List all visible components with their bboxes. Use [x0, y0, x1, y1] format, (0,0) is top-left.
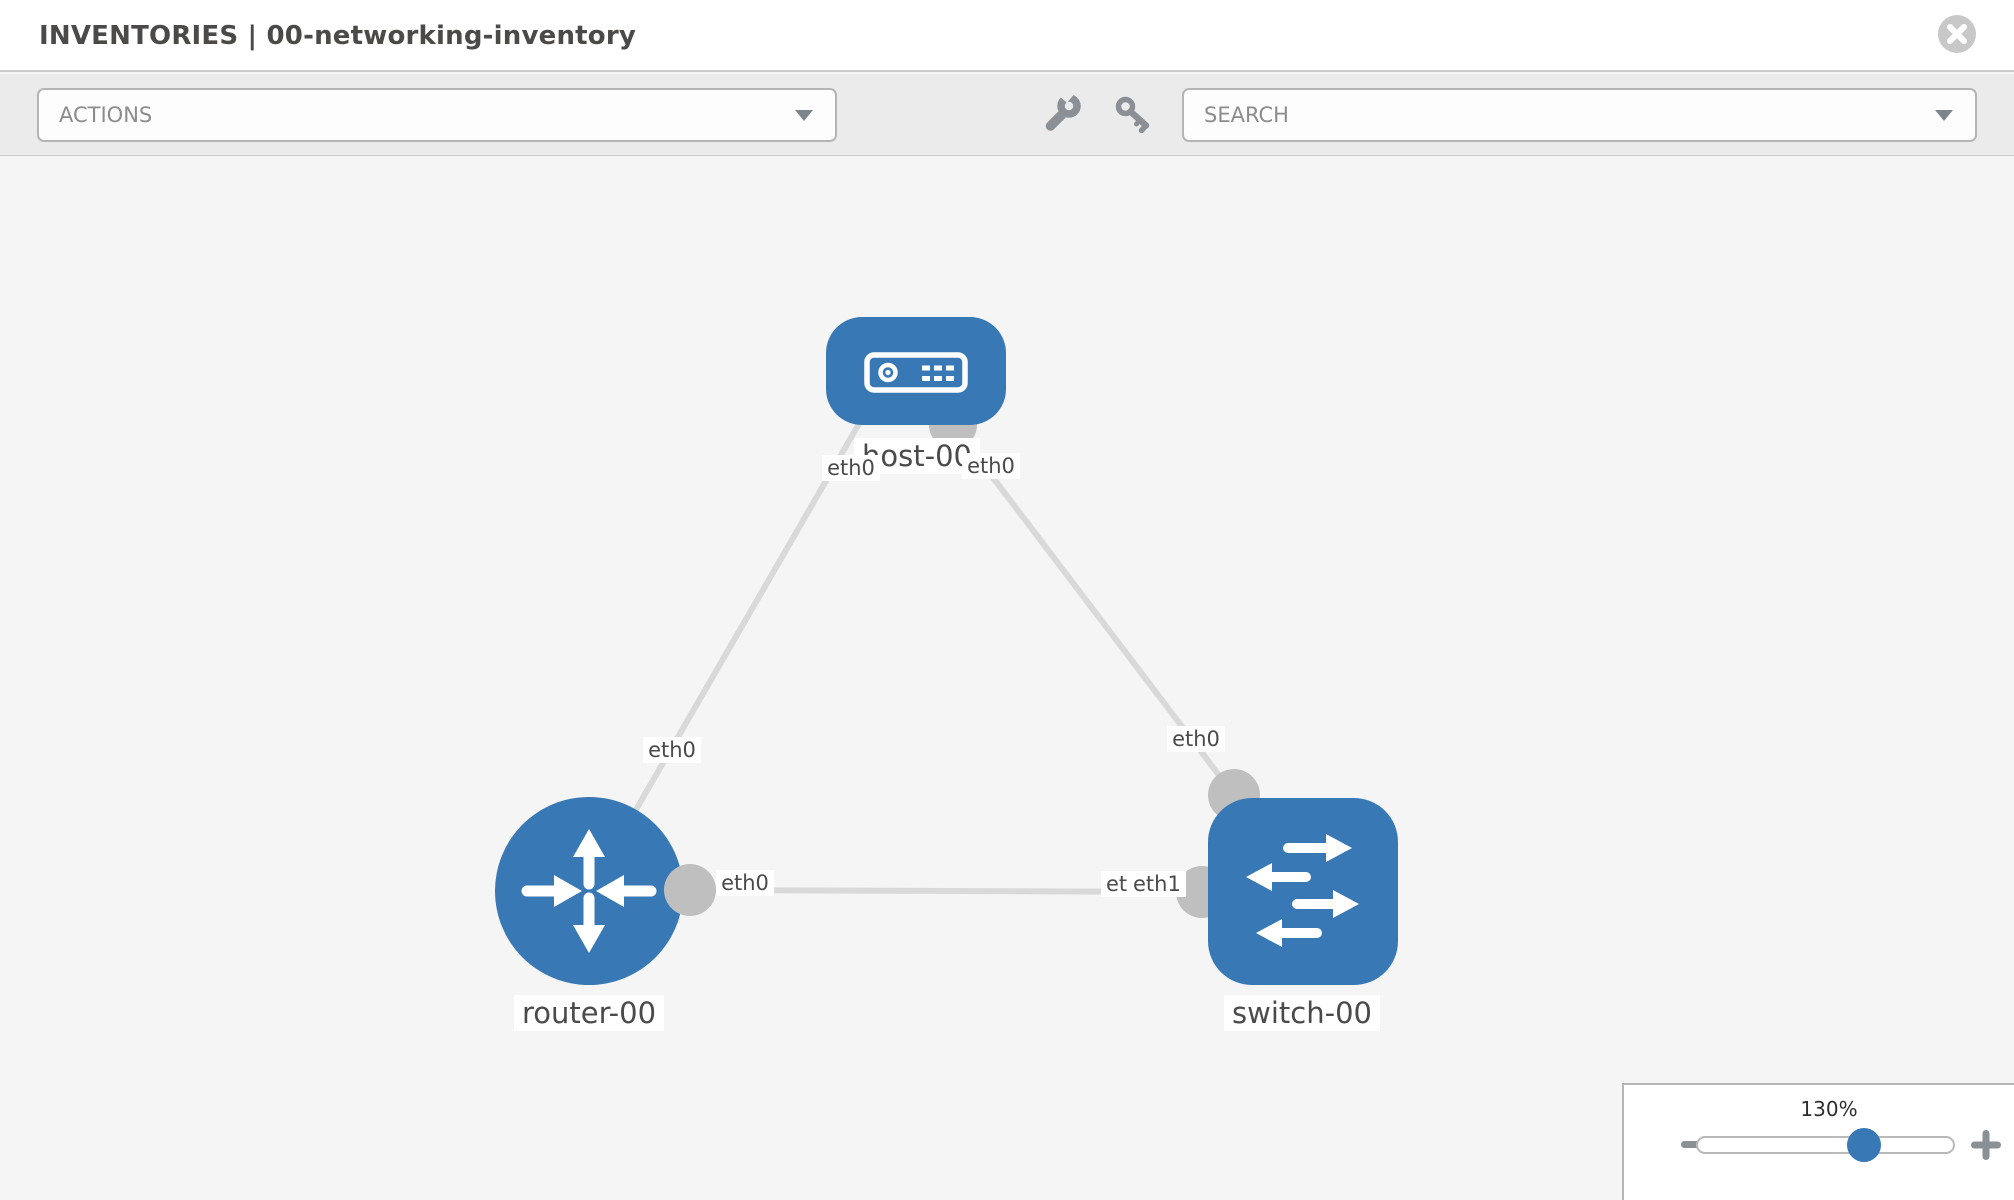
zoom-level-value: 130% — [1800, 1097, 1858, 1121]
wrench-button[interactable] — [1041, 87, 1085, 136]
server-icon — [864, 352, 968, 393]
interface-dot-router-right — [664, 864, 716, 916]
search-dropdown-label: SEARCH — [1204, 103, 1289, 127]
actions-dropdown[interactable]: ACTIONS — [37, 88, 837, 142]
toolbar: ACTIONS SEARCH — [0, 74, 2014, 156]
iface-label-host-eth0-left: eth0 — [822, 455, 880, 481]
chevron-down-icon — [795, 110, 813, 121]
chevron-down-icon — [1935, 110, 1953, 121]
iface-label-router-right: eth0 — [716, 870, 774, 896]
node-host-00[interactable] — [826, 317, 1006, 425]
close-button[interactable] — [1938, 15, 1976, 53]
iface-label-router-top: eth0 — [643, 737, 701, 763]
switch-arrows-icon — [1246, 834, 1359, 947]
search-dropdown[interactable]: SEARCH — [1182, 88, 1977, 142]
key-button[interactable] — [1111, 93, 1155, 137]
router-arrows-icon — [521, 829, 657, 953]
topology-canvas[interactable]: host-00 router-00 switch-00 eth0 eth0 et… — [0, 157, 2014, 1200]
plus-icon — [1971, 1130, 2001, 1160]
page-title: INVENTORIES | 00-networking-inventory — [39, 21, 637, 51]
key-icon — [1115, 96, 1150, 134]
iface-label-switch-left-over: eth1 — [1128, 871, 1186, 897]
zoom-slider-track[interactable] — [1696, 1136, 1955, 1154]
node-label-router: router-00 — [513, 995, 665, 1031]
iface-label-host-eth0-right: eth0 — [962, 453, 1020, 479]
node-router-00[interactable] — [495, 797, 683, 985]
zoom-in-button[interactable] — [1971, 1130, 2001, 1160]
iface-label-switch-top: eth0 — [1167, 726, 1225, 752]
node-switch-00[interactable] — [1208, 798, 1398, 985]
wrench-icon — [1045, 87, 1081, 131]
close-icon — [1947, 24, 1967, 44]
zoom-slider-handle[interactable] — [1847, 1128, 1881, 1162]
zoom-control-panel: 130% — [1622, 1083, 2014, 1200]
node-label-switch: switch-00 — [1224, 995, 1380, 1031]
breadcrumb-header: INVENTORIES | 00-networking-inventory — [0, 0, 2014, 72]
actions-dropdown-label: ACTIONS — [59, 103, 153, 127]
